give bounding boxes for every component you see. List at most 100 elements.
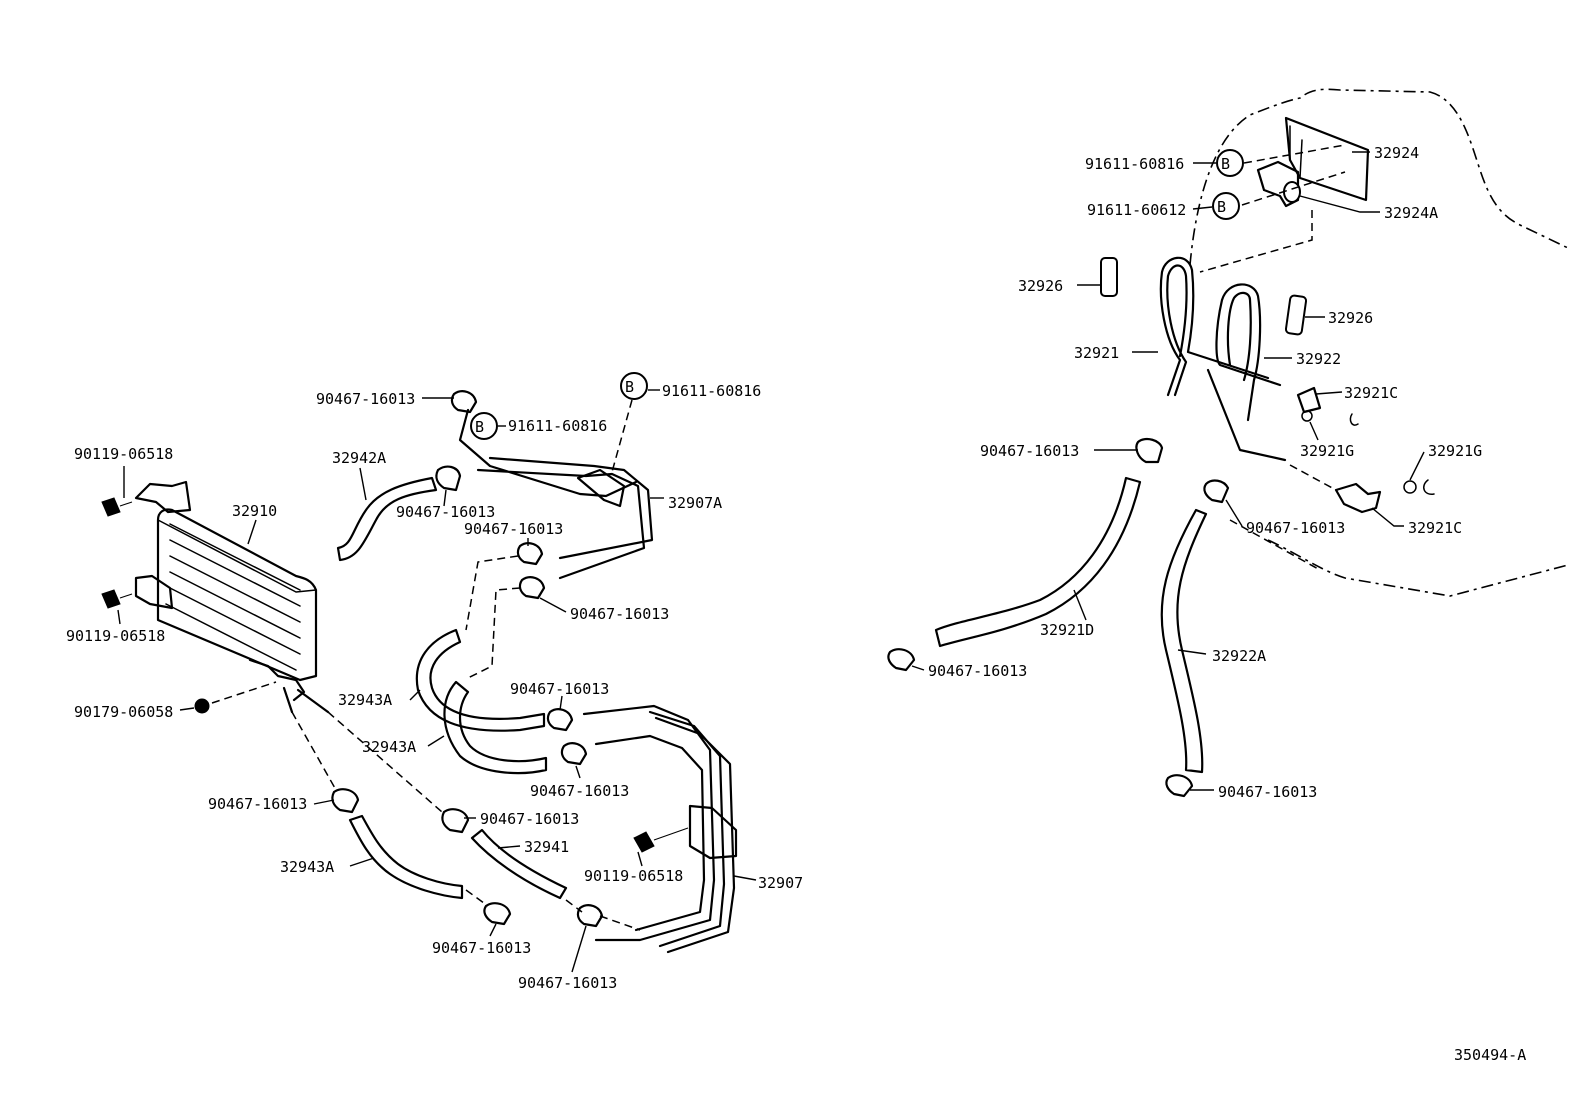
label-91611-60816-mid: 91611-60816 bbox=[508, 417, 607, 435]
union-32921C-bottom bbox=[1334, 482, 1382, 514]
label-32943A-2: 32943A bbox=[362, 738, 416, 756]
hose-32922A bbox=[1160, 508, 1208, 774]
cooler-fittings bbox=[248, 658, 330, 714]
pipe-32907 bbox=[582, 704, 736, 954]
label-clamp-r1: 90467-16013 bbox=[980, 442, 1079, 460]
pipe-32922 bbox=[1206, 283, 1287, 462]
leader-32907 bbox=[733, 875, 757, 881]
leader-32943A-2 bbox=[427, 735, 445, 747]
label-32942A: 32942A bbox=[332, 449, 386, 467]
clamp-right-1 bbox=[1135, 438, 1164, 464]
clamp-l8 bbox=[441, 808, 470, 834]
dash-low-2 bbox=[327, 711, 443, 813]
label-32924A: 32924A bbox=[1384, 204, 1438, 222]
leader-clamp-l6 bbox=[575, 765, 581, 779]
hose-32941 bbox=[470, 828, 568, 900]
leader-clamp-l4 bbox=[539, 597, 567, 613]
label-clamp-l5: 90467-16013 bbox=[510, 680, 609, 698]
bolt-90119-mid bbox=[633, 827, 689, 853]
dash-low-5 bbox=[599, 915, 641, 931]
sleeve-32926-left bbox=[1100, 257, 1118, 297]
label-nut-90179: 90179-06058 bbox=[74, 703, 173, 721]
bolt-marker-right-2-label: B bbox=[1217, 198, 1226, 216]
dash-low-4 bbox=[565, 899, 583, 913]
gasket-32921G-right-clip bbox=[1423, 479, 1435, 495]
nut-dash bbox=[211, 681, 277, 704]
leader-32943A-1 bbox=[409, 689, 421, 701]
label-32907A: 32907A bbox=[668, 494, 722, 512]
clamp-l4 bbox=[518, 576, 546, 600]
label-32941: 32941 bbox=[524, 838, 569, 856]
bolt-marker-top bbox=[620, 372, 648, 400]
hose-32943A-1 bbox=[415, 628, 546, 732]
label-clamp-l7: 90467-16013 bbox=[208, 795, 307, 813]
label-clamp-l6: 90467-16013 bbox=[530, 782, 629, 800]
leader-32943A-3 bbox=[349, 857, 375, 867]
radiator-outline bbox=[1189, 88, 1569, 266]
clip-dash-1 bbox=[1243, 144, 1346, 164]
leader-clamp-r2 bbox=[1225, 499, 1243, 527]
label-32924: 32924 bbox=[1374, 144, 1419, 162]
clamp-l10 bbox=[576, 904, 604, 928]
clamp-right-2 bbox=[1203, 479, 1230, 504]
clamp-l-top bbox=[450, 390, 478, 414]
bolt-marker-mid bbox=[470, 412, 498, 440]
label-clamp-l8: 90467-16013 bbox=[480, 810, 579, 828]
leader-32941 bbox=[497, 845, 521, 849]
label-clamp-l2: 90467-16013 bbox=[396, 503, 495, 521]
label-32907: 32907 bbox=[758, 874, 803, 892]
label-clamp-l10: 90467-16013 bbox=[518, 974, 617, 992]
oil-cooler-top bbox=[157, 519, 317, 593]
hose-32943A-3 bbox=[348, 814, 464, 900]
nut-90179 bbox=[194, 698, 210, 714]
clip-dash-3 bbox=[1199, 210, 1313, 273]
leader-clamp-l7 bbox=[313, 799, 335, 805]
leader-32921G-left bbox=[1309, 421, 1319, 441]
label-32943A-3: 32943A bbox=[280, 858, 334, 876]
label-91611-60816-top: 91611-60816 bbox=[662, 382, 761, 400]
dash-mid-1 bbox=[465, 555, 519, 631]
pipe-32907A-bracket bbox=[576, 468, 626, 508]
bolt-90119-top bbox=[101, 497, 133, 517]
leader-clamp-l5 bbox=[559, 695, 563, 711]
hose-32921D bbox=[934, 476, 1142, 648]
clamp-right-4 bbox=[1165, 774, 1194, 798]
label-clamp-l9: 90467-16013 bbox=[432, 939, 531, 957]
label-91611-60816-right: 91611-60816 bbox=[1085, 155, 1184, 173]
clamp-l7 bbox=[331, 788, 360, 814]
label-32921D: 32921D bbox=[1040, 621, 1094, 639]
clamp-l2 bbox=[435, 465, 462, 492]
leader-32921D bbox=[1073, 589, 1087, 621]
sleeve-32926-right bbox=[1284, 294, 1308, 336]
pipe-32921 bbox=[1159, 256, 1270, 397]
leader-bolt-bottom bbox=[117, 609, 121, 625]
clamp-l3 bbox=[516, 542, 544, 566]
gasket-32921G-left bbox=[1301, 410, 1313, 422]
leader-32921C-top bbox=[1315, 391, 1343, 395]
clamp-l5 bbox=[546, 708, 574, 732]
label-32922A: 32922A bbox=[1212, 647, 1266, 665]
label-clamp-r2: 90467-16013 bbox=[1246, 519, 1345, 537]
cooler-bracket-top bbox=[134, 480, 192, 514]
leader-32942A bbox=[359, 467, 367, 501]
bolt-marker-right-2 bbox=[1212, 192, 1240, 220]
label-clamp-l3: 90467-16013 bbox=[464, 520, 563, 538]
bolt-90119-bottom bbox=[101, 589, 133, 609]
label-bolt-90119-top: 90119-06518 bbox=[74, 445, 173, 463]
hose-32942A bbox=[336, 476, 438, 562]
leader-nut bbox=[179, 707, 195, 711]
union-32921C-top bbox=[1296, 386, 1322, 414]
label-bolt-90119-bottom: 90119-06518 bbox=[66, 627, 165, 645]
leader-32921C-bottom bbox=[1371, 507, 1404, 527]
label-91611-60612: 91611-60612 bbox=[1087, 201, 1186, 219]
cooler-bracket-bottom bbox=[134, 574, 174, 610]
label-clamp-r4: 90467-16013 bbox=[1218, 783, 1317, 801]
bolt-marker-right-1 bbox=[1216, 149, 1244, 177]
bolt-marker-top-dash bbox=[611, 399, 633, 473]
dash-mid-2 bbox=[467, 587, 521, 679]
union-dash bbox=[1289, 464, 1337, 491]
label-32921G-left: 32921G bbox=[1300, 442, 1354, 460]
leader-32921G-right bbox=[1409, 451, 1425, 481]
leader-clamp-l9 bbox=[489, 923, 497, 937]
leader-bolt-mid bbox=[637, 851, 643, 867]
